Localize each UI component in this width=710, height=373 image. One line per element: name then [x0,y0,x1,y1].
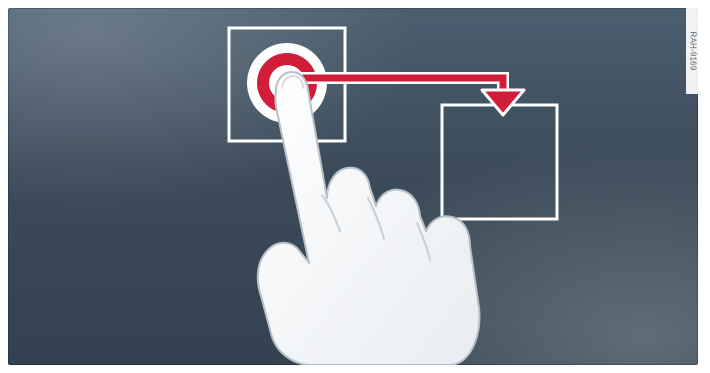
hand-icon [258,72,480,365]
destination-box [442,105,557,219]
drag-gesture-illustration [8,8,698,365]
drag-arrow [306,78,524,115]
display-screen: RAH-9169 [8,8,698,365]
figure-code-text: RAH-9169 [688,32,696,71]
drag-arrow-head [482,90,524,115]
drag-arrow-shaft-red [306,78,503,94]
figure-code-label: RAH-9169 [686,8,698,94]
